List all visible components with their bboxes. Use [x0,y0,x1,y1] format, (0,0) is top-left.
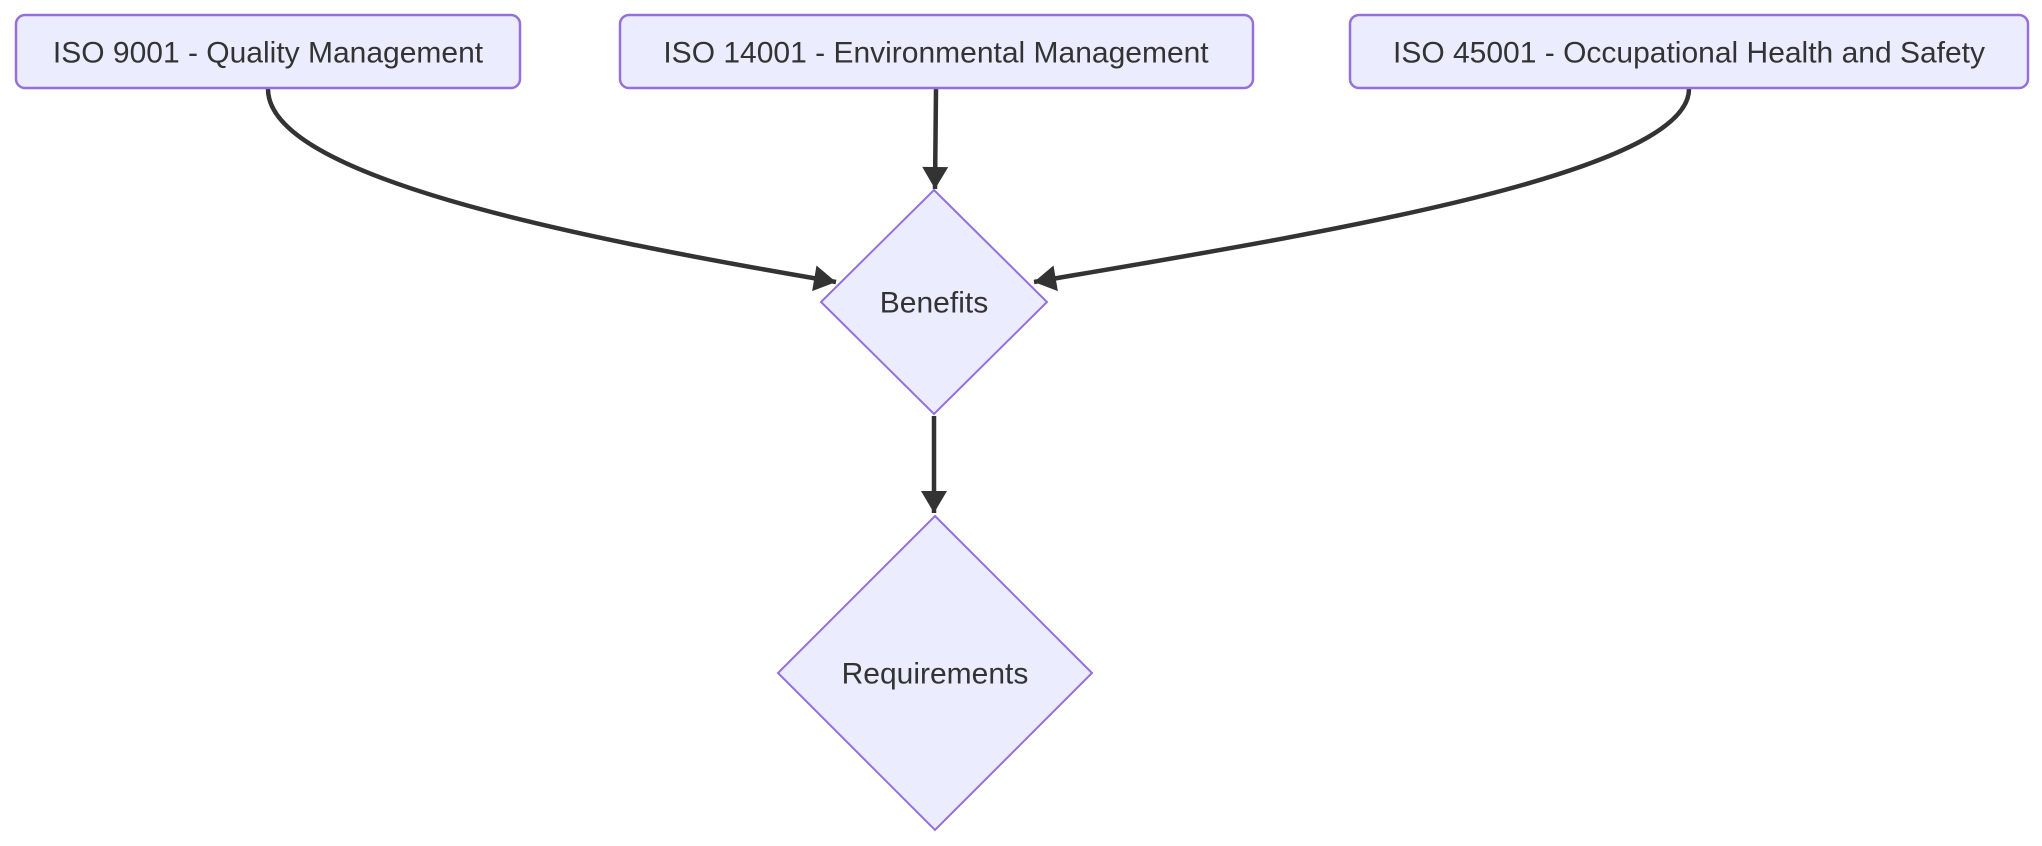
edges [265,88,1692,513]
node-requirements-diamond [776,514,1094,832]
edge-iso45001-to-benefits [1033,88,1692,292]
node-iso14001-box [618,13,1255,90]
node-benefits: Benefits [819,188,1049,416]
node-benefits-label: Benefits [880,287,988,320]
node-iso14001-label: ISO 14001 - Environmental Management [663,37,1209,70]
node-iso45001-label: ISO 45001 - Occupational Health and Safe… [1393,37,1985,70]
node-requirements-label: Requirements [842,658,1029,691]
edge-iso9001-to-benefits [265,88,837,292]
node-iso9001: ISO 9001 - Quality Management [14,13,522,90]
node-iso9001-box [14,13,522,90]
node-requirements: Requirements [776,514,1094,832]
node-benefits-diamond [819,188,1049,416]
node-iso9001-label: ISO 9001 - Quality Management [53,37,484,70]
node-iso45001: ISO 45001 - Occupational Health and Safe… [1348,13,2030,90]
node-iso45001-box [1348,13,2030,90]
node-iso14001: ISO 14001 - Environmental Management [618,13,1255,90]
edge-iso14001-to-benefits [922,88,949,190]
